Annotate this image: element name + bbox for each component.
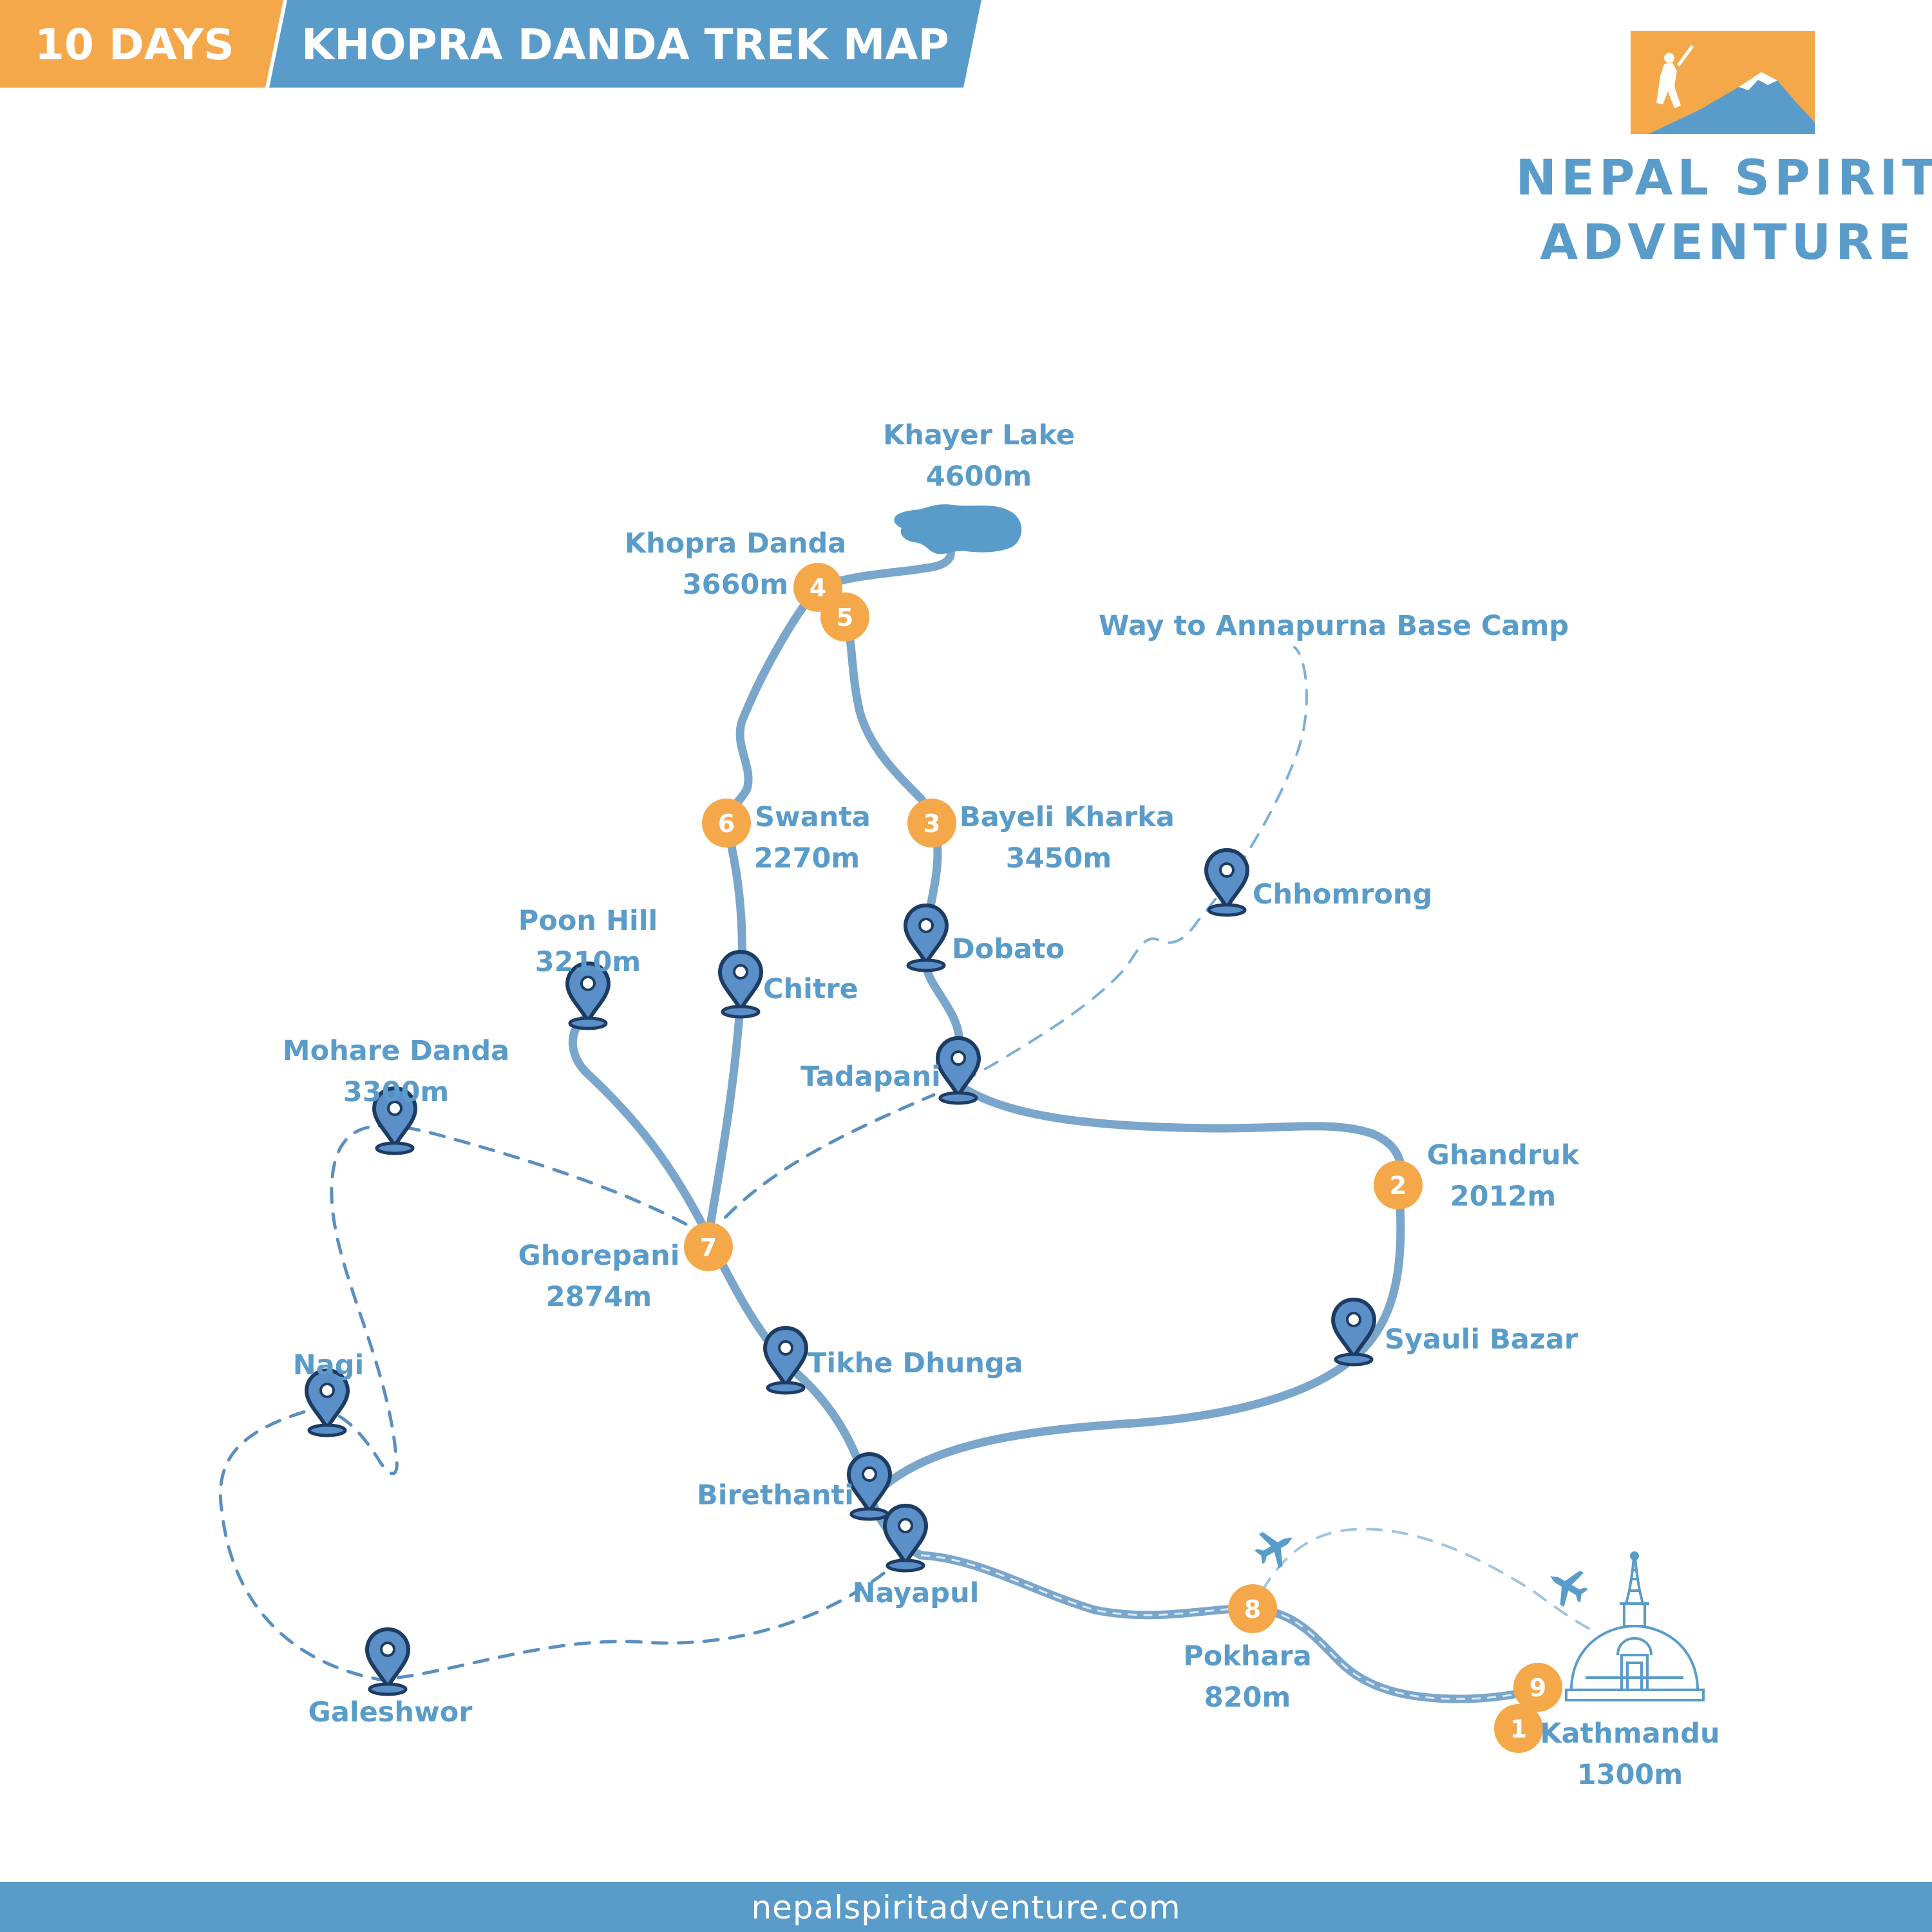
pin-icon-birethanti xyxy=(849,1454,890,1519)
day-marker-5-label: 5 xyxy=(837,603,853,632)
label-kathmandu: Kathmandu xyxy=(1540,1718,1719,1750)
day-marker-8: 8 xyxy=(1228,1584,1277,1633)
route-tadapani-ghandruk xyxy=(955,1081,1406,1189)
day-marker-3-label: 3 xyxy=(923,810,940,838)
footer-bar: nepalspiritadventure.com xyxy=(0,1882,1932,1932)
pin-icon-galeshwor xyxy=(367,1629,408,1694)
label-poon-hill-alt: 3210m xyxy=(535,946,641,978)
label-poon-hill: Poon Hill xyxy=(518,905,658,937)
route-dashed-ghorepani-tadapani xyxy=(706,1093,936,1238)
label-chhomrong: Chhomrong xyxy=(1253,878,1432,911)
label-pokhara-alt: 820m xyxy=(1204,1681,1291,1714)
label-khayer-lake-alt: 4600m xyxy=(926,460,1032,493)
label-pokhara: Pokhara xyxy=(1183,1640,1312,1672)
label-mohare-danda-alt: 3300m xyxy=(343,1076,449,1108)
label-dobato: Dobato xyxy=(952,933,1065,965)
brand-logo: NEPAL SPIRIT ADVENTURE xyxy=(1515,31,1932,270)
header-banner: 10 DAYS KHOPRA DANDA TREK MAP xyxy=(0,0,981,88)
day-marker-9-label: 9 xyxy=(1530,1674,1546,1702)
pin-icon-tikhe-dhunga xyxy=(765,1328,806,1393)
day-marker-5: 5 xyxy=(820,592,869,641)
label-nagi: Nagi xyxy=(293,1349,365,1381)
day-marker-6-label: 6 xyxy=(718,810,735,838)
day-marker-2: 2 xyxy=(1374,1160,1423,1209)
pin-icon-syauli-bazar xyxy=(1333,1300,1374,1365)
header-days-box xyxy=(0,0,283,88)
label-kathmandu-alt: 1300m xyxy=(1577,1759,1683,1791)
header-days-label: 10 DAYS xyxy=(35,20,234,70)
day-marker-8-label: 8 xyxy=(1244,1595,1261,1624)
logo-mountain-icon xyxy=(1649,72,1815,134)
label-ghorepani: Ghorepani xyxy=(518,1240,680,1272)
day-marker-1-label: 1 xyxy=(1510,1715,1527,1743)
route-dashed-tadapani-chhomrong xyxy=(961,646,1308,1083)
khayer-lake-shape xyxy=(894,504,1022,554)
label-ghandruk: Ghandruk xyxy=(1427,1139,1580,1171)
route-swanta-ghorepani xyxy=(704,819,746,1241)
label-chitre: Chitre xyxy=(763,973,858,1005)
plane-icon-kathmandu xyxy=(1540,1559,1595,1613)
header-title-box xyxy=(269,0,981,88)
label-ghandruk-alt: 2012m xyxy=(1450,1180,1556,1213)
label-khopra-danda-alt: 3660m xyxy=(683,569,788,601)
label-swanta: Swanta xyxy=(755,801,871,833)
label-swanta-alt: 2270m xyxy=(754,842,860,875)
route-nayapul-kathmandu xyxy=(916,1551,1537,1703)
route-poonhill-ghorepani xyxy=(568,1013,713,1241)
plane-icon-pokhara xyxy=(1248,1520,1303,1575)
route-khopra-lake xyxy=(813,547,955,592)
route-dashed-pokhara-flight xyxy=(1261,1528,1592,1631)
pin-icon-dobato xyxy=(905,905,947,971)
day-marker-7-label: 7 xyxy=(700,1233,717,1262)
label-syauli-bazar: Syauli Bazar xyxy=(1385,1323,1578,1356)
pin-icon-nayapul xyxy=(885,1506,926,1571)
pin-icon-tadapani xyxy=(938,1038,979,1103)
label-galeshwor: Galeshwor xyxy=(308,1696,473,1728)
logo-snowcap-icon xyxy=(1739,72,1777,90)
brand-line2: ADVENTURE xyxy=(1540,213,1915,270)
route-ghandruk-birethanti xyxy=(878,1180,1405,1492)
logo-hiker-icon xyxy=(1656,45,1694,108)
label-birethanti: Birethanti xyxy=(697,1479,854,1511)
footer-website[interactable]: nepalspiritadventure.com xyxy=(751,1889,1180,1926)
stupa-icon xyxy=(1565,1551,1705,1701)
day-marker-6: 6 xyxy=(702,799,751,848)
day-marker-4-label: 4 xyxy=(810,574,826,602)
day-marker-7: 7 xyxy=(684,1222,733,1271)
header-title: KHOPRA DANDA TREK MAP xyxy=(301,20,949,70)
pin-icon-chhomrong xyxy=(1206,850,1247,915)
label-nayapul: Nayapul xyxy=(853,1577,980,1609)
label-bayeli-kharka: Bayeli Kharka xyxy=(960,801,1175,833)
label-ghorepani-alt: 2874m xyxy=(546,1281,652,1313)
route-khopra-bayeli xyxy=(840,612,964,1090)
pin-icon-chitre xyxy=(720,952,761,1017)
day-marker-9: 9 xyxy=(1513,1663,1562,1712)
route-khopra-swanta xyxy=(722,583,822,828)
brand-line1: NEPAL SPIRIT xyxy=(1515,149,1932,206)
label-bayeli-kharka-alt: 3450m xyxy=(1006,842,1112,875)
label-khopra-danda: Khopra Danda xyxy=(625,527,847,560)
label-tadapani: Tadapani xyxy=(800,1061,941,1093)
label-mohare-danda: Mohare Danda xyxy=(283,1035,509,1067)
day-marker-1: 1 xyxy=(1494,1704,1543,1753)
day-marker-2-label: 2 xyxy=(1390,1171,1406,1200)
day-marker-3: 3 xyxy=(907,799,956,848)
label-khayer-lake: Khayer Lake xyxy=(883,419,1075,451)
label-way-abc: Way to Annapurna Base Camp xyxy=(1099,610,1569,642)
label-tikhe-dhunga: Tikhe Dhunga xyxy=(808,1347,1023,1379)
